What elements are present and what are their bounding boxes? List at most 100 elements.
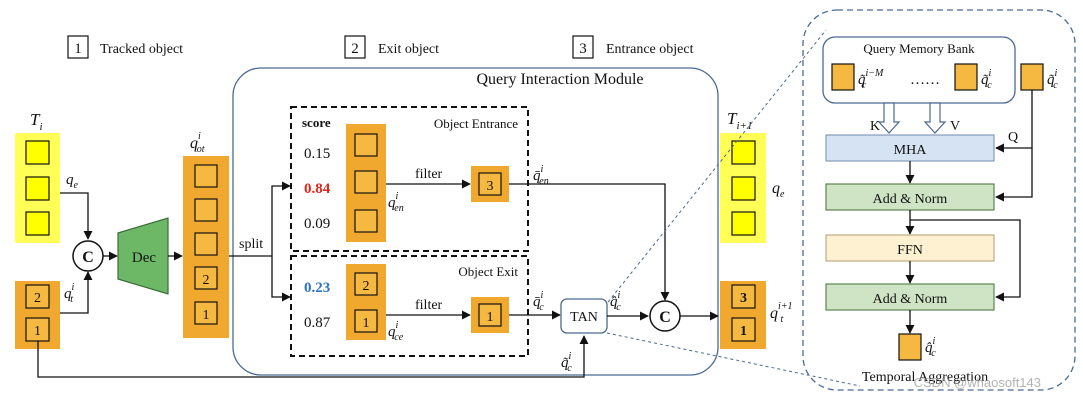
legend-box-3 [572, 35, 594, 59]
query-interaction-module [232, 67, 719, 376]
qot-box [194, 301, 218, 325]
Ti1-label: Ti+1 [727, 109, 752, 132]
v-label: V [950, 119, 960, 134]
exit-filtered-num: 1 [487, 310, 494, 325]
next-detect-query-box [731, 176, 756, 201]
concat-label-left: C [82, 249, 94, 266]
detect-query-box [25, 211, 50, 236]
legend-num-3: 3 [579, 41, 587, 57]
detect-query-box [25, 140, 50, 165]
exit-score-highlight: 0.23 [304, 280, 330, 296]
exit-candidate-box [354, 272, 378, 296]
tan-label: TAN [570, 310, 598, 325]
next-track-num: 1 [740, 324, 747, 339]
zoom-connector-bottom [606, 332, 861, 387]
exit-candidate-box [354, 309, 378, 333]
legend-box-2 [344, 35, 366, 59]
legend-num-2: 2 [351, 41, 359, 57]
qe-arrow [60, 192, 93, 240]
value-arrow [923, 102, 947, 134]
object-entrance-box [290, 106, 529, 252]
memory-dots: …… [910, 72, 940, 88]
exit-candidate-num: 2 [363, 279, 370, 294]
temporal-aggregation-title: Temporal Aggregation [862, 370, 988, 385]
decoder-block [117, 217, 169, 295]
entrance-filter-label: filter [415, 167, 443, 182]
next-track-query-box [731, 284, 756, 309]
entrance-filtered-num: 3 [487, 179, 494, 194]
add-norm-block-1 [825, 183, 995, 211]
Ti-label: Ti [30, 110, 43, 133]
qot-num: 1 [203, 308, 210, 323]
key-arrow [877, 102, 901, 134]
entrance-score: 0.09 [304, 216, 330, 232]
residual-arrow-2 [910, 219, 1021, 302]
score-header: score [302, 115, 331, 130]
entrance-filtered-box [478, 172, 502, 196]
next-detect-query-box [731, 211, 756, 236]
decoder-label: Dec [132, 250, 156, 266]
qot-box [194, 198, 218, 222]
entrance-score-highlight: 0.84 [304, 181, 331, 197]
legend: 1 Tracked object 2 Exit object 3 Entranc… [67, 35, 694, 59]
entrance-candidate-box [354, 133, 378, 157]
mha-block [825, 134, 995, 162]
qot-box [194, 232, 218, 256]
k-label: K [870, 119, 880, 134]
qot-box [194, 164, 218, 188]
zoom-connector-top [607, 29, 827, 303]
legend-label-2: Exit object [378, 42, 439, 57]
mha-label: MHA [894, 143, 928, 158]
ffn-label: FFN [897, 243, 923, 258]
split-to-exit-arrow [271, 256, 291, 302]
legend-box-1 [67, 35, 89, 59]
tan-input-query-box [1020, 63, 1044, 91]
memory-bank-title: Query Memory Bank [863, 41, 975, 56]
add-norm-label-2: Add & Norm [873, 292, 948, 307]
split-to-entrance-arrow [271, 181, 291, 256]
qim-title: Query Interaction Module [476, 71, 643, 88]
object-entrance-title: Object Entrance [434, 116, 518, 131]
q-label: Q [1008, 130, 1018, 145]
tracked-query-num: 1 [34, 324, 41, 339]
tan-output-query-box [898, 333, 922, 361]
next-track-query-box [731, 317, 756, 342]
next-qe-label: qe [772, 180, 785, 200]
object-exit-box [290, 255, 529, 357]
exit-filter-label: filter [415, 298, 443, 313]
concat-label-right: C [659, 309, 671, 326]
entrance-candidate-box [354, 170, 378, 194]
qen-to-concat-arrow [509, 183, 670, 301]
next-detect-query-box [731, 140, 756, 165]
temporal-aggregation-panel [802, 9, 1076, 391]
qot-box [194, 266, 218, 290]
split-label: split [239, 237, 263, 252]
legend-num-1: 1 [74, 41, 82, 57]
exit-score: 0.87 [304, 315, 331, 331]
qt-arrow [60, 271, 93, 314]
memory-query-box-last [954, 63, 978, 91]
object-exit-title: Object Exit [458, 264, 518, 279]
next-track-num: 3 [740, 291, 747, 306]
history-feedback-arrow [37, 335, 589, 378]
memory-query-box-first [831, 63, 855, 91]
legend-label-1: Tracked object [100, 42, 183, 57]
entrance-score: 0.15 [304, 146, 330, 162]
qot-num: 2 [203, 273, 210, 288]
legend-label-3: Entrance object [606, 42, 694, 57]
add-norm-label-1: Add & Norm [873, 192, 948, 207]
